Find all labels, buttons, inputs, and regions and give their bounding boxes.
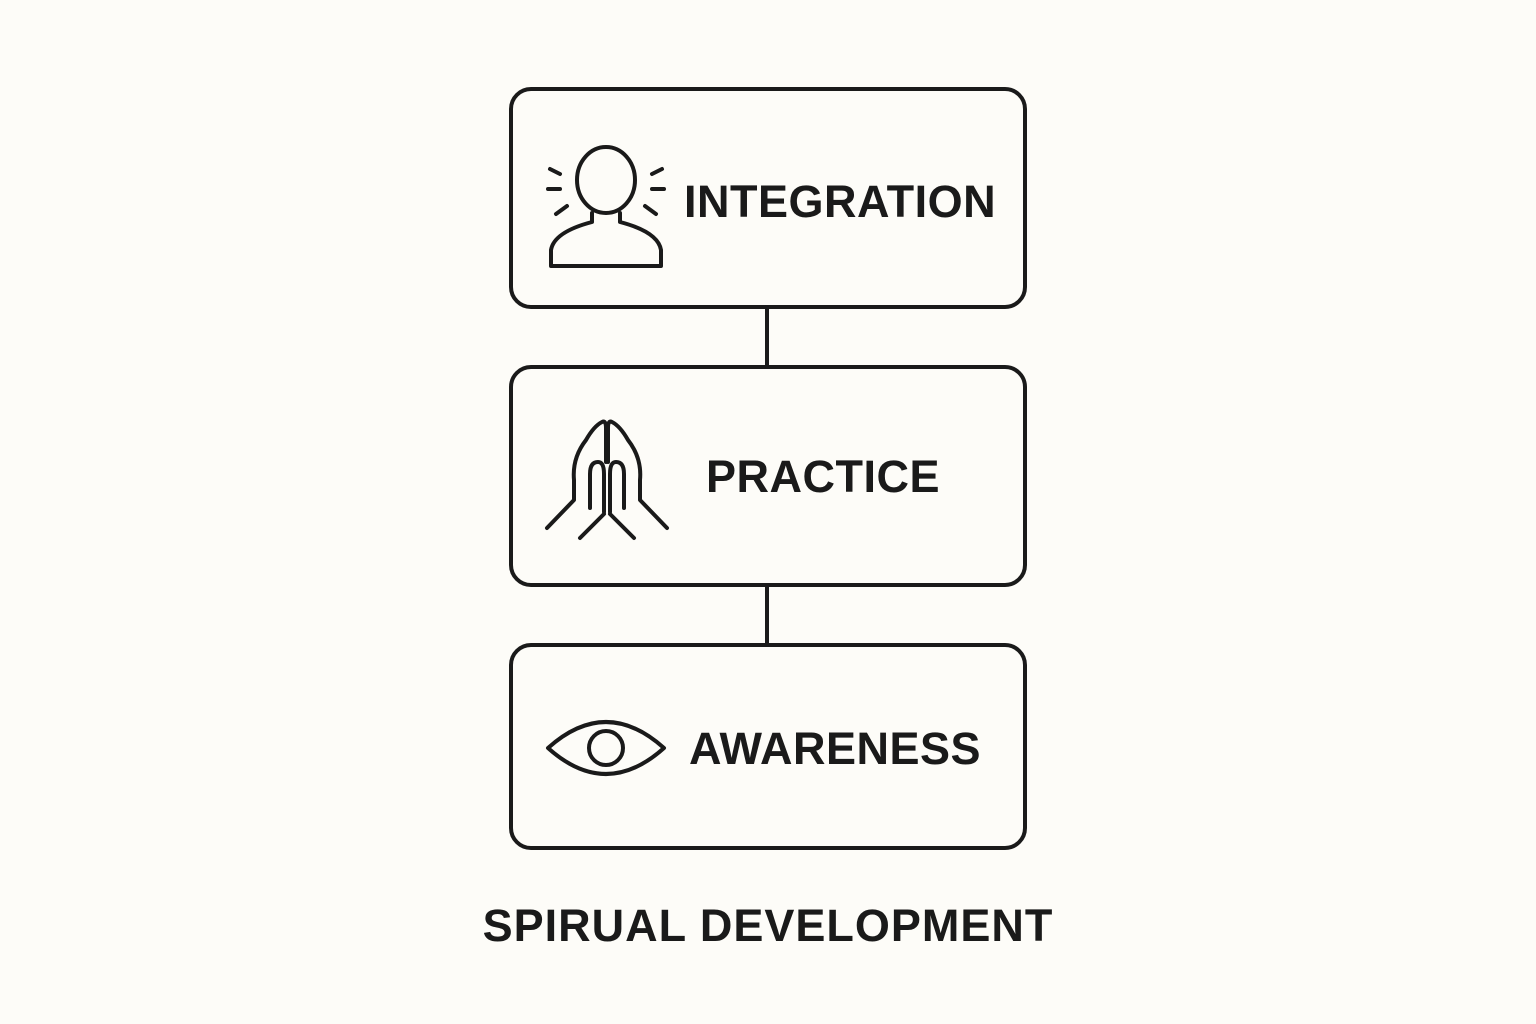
diagram-caption: SPIRUAL DEVELOPMENT bbox=[482, 900, 1054, 951]
stage-label-practice: PRACTICE bbox=[706, 451, 941, 502]
connector-line bbox=[765, 587, 769, 643]
stage-box-integration bbox=[509, 87, 1027, 309]
stage-label-integration: INTEGRATION bbox=[684, 176, 997, 227]
praying-hands-icon bbox=[542, 418, 672, 543]
stage-label-awareness: AWARENESS bbox=[689, 723, 982, 774]
stage-box-practice bbox=[509, 365, 1027, 587]
connector-line bbox=[765, 309, 769, 365]
stage-box-awareness bbox=[509, 643, 1027, 850]
person-radiating-icon bbox=[540, 140, 670, 270]
eye-icon bbox=[545, 712, 667, 784]
